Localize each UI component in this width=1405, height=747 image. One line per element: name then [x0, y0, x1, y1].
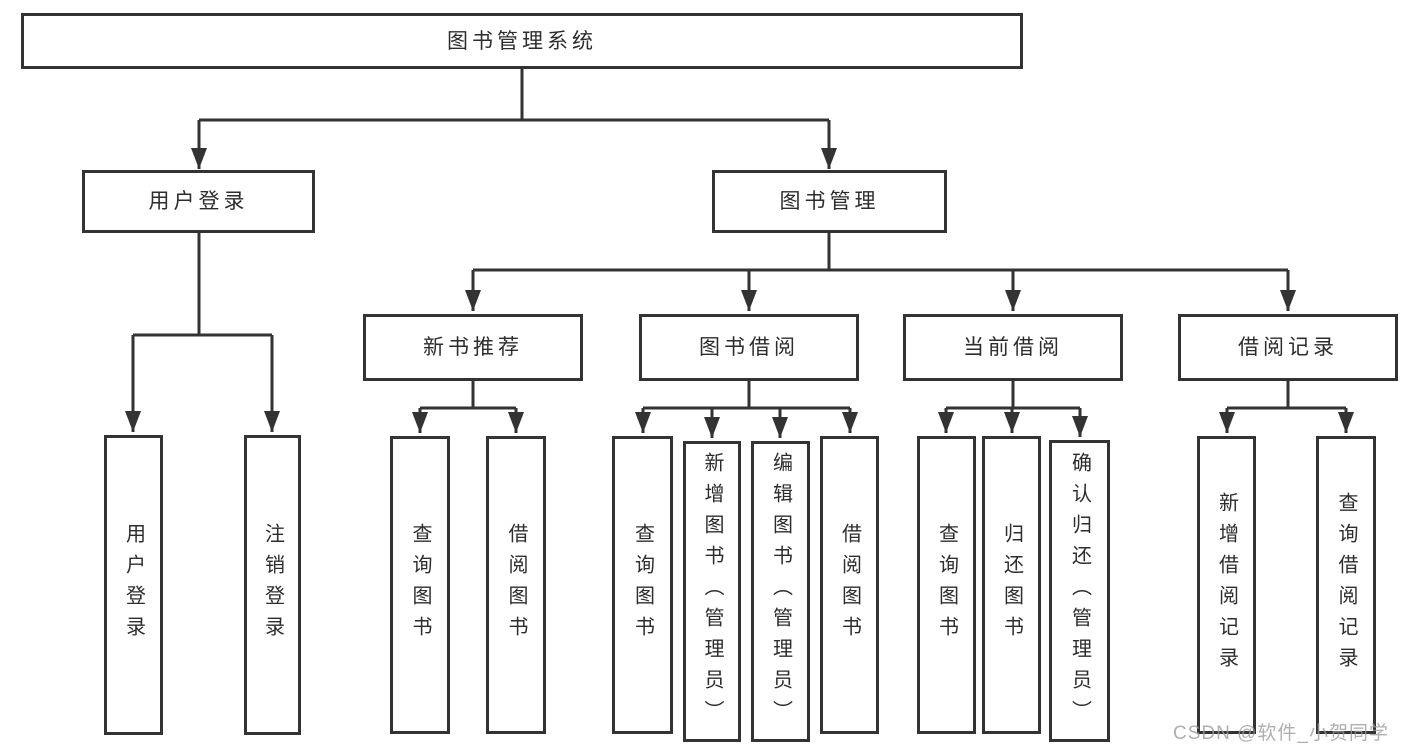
node-leaf-user-login: 用户登录	[104, 435, 163, 735]
node-rec-query-books: 查询图书	[390, 436, 450, 734]
node-leaf-user-login-label: 用户登录	[122, 523, 145, 647]
node-user-login: 用户登录	[82, 170, 315, 233]
node-new-book-recommend-label: 新书推荐	[423, 336, 523, 359]
node-book-borrowing: 图书借阅	[639, 314, 859, 381]
node-leaf-logout: 注销登录	[244, 435, 301, 735]
node-user-login-label: 用户登录	[148, 190, 249, 213]
node-borrowing-records-label: 借阅记录	[1238, 336, 1338, 359]
node-book-management-label: 图书管理	[779, 190, 880, 213]
node-cb-confirm-return-admin: 确认归还（管理员）	[1049, 440, 1110, 742]
node-book-borrowing-label: 图书借阅	[699, 336, 799, 359]
node-rec-borrow-books: 借阅图书	[486, 436, 546, 734]
node-leaf-logout-label: 注销登录	[261, 523, 284, 647]
node-borrowing-records: 借阅记录	[1178, 314, 1398, 381]
csdn-watermark: CSDN @软件_小贺同学	[1173, 723, 1389, 744]
node-current-borrowing: 当前借阅	[903, 314, 1123, 381]
node-br-query-record: 查询借阅记录	[1316, 436, 1376, 734]
node-cb-return-books-label: 归还图书	[1000, 523, 1023, 647]
node-rec-borrow-books-label: 借阅图书	[505, 523, 527, 647]
node-bb-query-books-label: 查询图书	[631, 523, 654, 647]
node-br-add-record-label: 新增借阅记录	[1215, 492, 1238, 678]
node-root-system-label: 图书管理系统	[447, 29, 597, 53]
node-br-add-record: 新增借阅记录	[1197, 436, 1256, 734]
node-bb-edit-books-admin: 编辑图书（管理员）	[751, 441, 810, 742]
node-bb-add-books-admin-label: 新增图书（管理员）	[701, 452, 723, 731]
node-br-query-record-label: 查询借阅记录	[1335, 492, 1357, 678]
node-bb-borrow-books: 借阅图书	[820, 436, 879, 734]
node-cb-query-books: 查询图书	[917, 436, 976, 734]
node-new-book-recommend: 新书推荐	[363, 314, 583, 381]
node-cb-confirm-return-admin-label: 确认归还（管理员）	[1068, 451, 1091, 731]
node-bb-edit-books-admin-label: 编辑图书（管理员）	[769, 452, 792, 731]
node-root-system: 图书管理系统	[21, 13, 1023, 69]
node-cb-query-books-label: 查询图书	[935, 523, 958, 647]
node-cb-return-books: 归还图书	[982, 436, 1041, 734]
node-current-borrowing-label: 当前借阅	[963, 336, 1063, 359]
node-bb-query-books: 查询图书	[612, 436, 673, 734]
node-book-management: 图书管理	[712, 170, 947, 233]
node-bb-add-books-admin: 新增图书（管理员）	[683, 441, 741, 742]
node-bb-borrow-books-label: 借阅图书	[838, 523, 861, 647]
node-rec-query-books-label: 查询图书	[409, 523, 431, 647]
